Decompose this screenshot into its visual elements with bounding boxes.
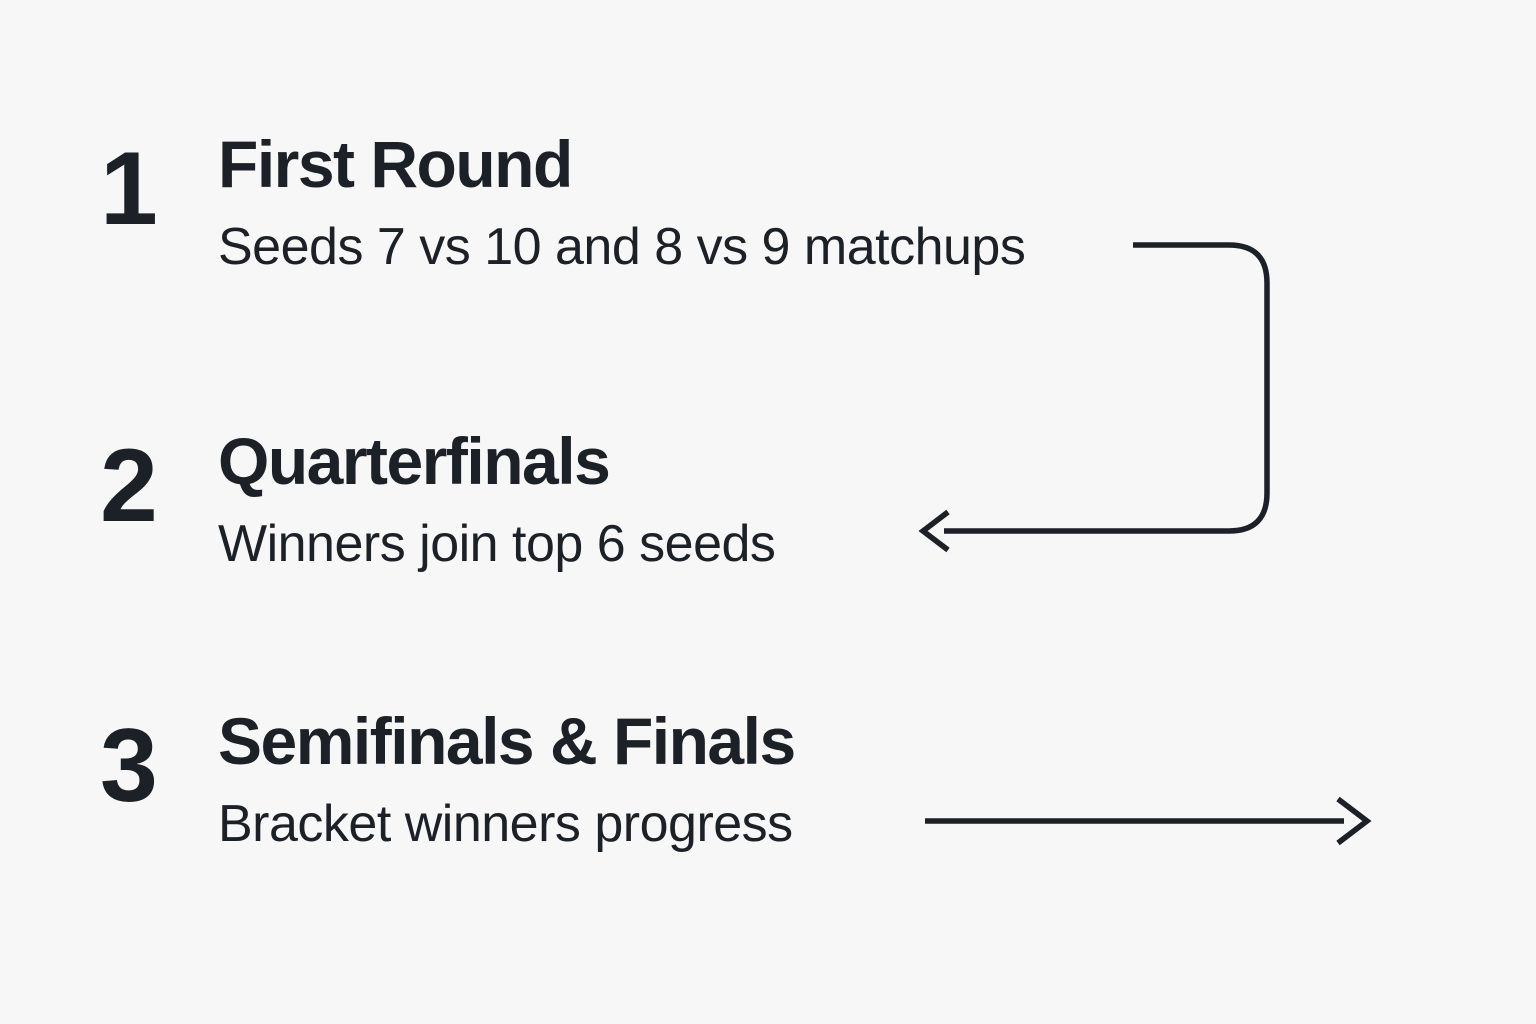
step-number: 3 xyxy=(100,708,158,824)
step-text: First Round Seeds 7 vs 10 and 8 vs 9 mat… xyxy=(218,127,1026,276)
step-title: Quarterfinals xyxy=(218,424,611,498)
step-description: Winners join top 6 seeds xyxy=(218,515,776,573)
step-number: 2 xyxy=(100,428,158,544)
step-quarterfinals: 2 Quarterfinals Winners join top 6 seeds xyxy=(100,424,776,573)
step-description: Seeds 7 vs 10 and 8 vs 9 matchups xyxy=(218,218,1026,276)
step-title: First Round xyxy=(218,127,573,201)
step-title: Semifinals & Finals xyxy=(218,704,796,778)
step-text: Quarterfinals Winners join top 6 seeds xyxy=(218,424,776,573)
step-semifinals-finals: 3 Semifinals & Finals Bracket winners pr… xyxy=(100,704,796,853)
step-number: 1 xyxy=(100,131,158,247)
step-first-round: 1 First Round Seeds 7 vs 10 and 8 vs 9 m… xyxy=(100,127,1026,276)
elbow-arrow-left-icon xyxy=(918,242,1270,553)
step-text: Semifinals & Finals Bracket winners prog… xyxy=(218,704,796,853)
arrow-right-icon xyxy=(925,796,1372,846)
step-description: Bracket winners progress xyxy=(218,795,793,853)
